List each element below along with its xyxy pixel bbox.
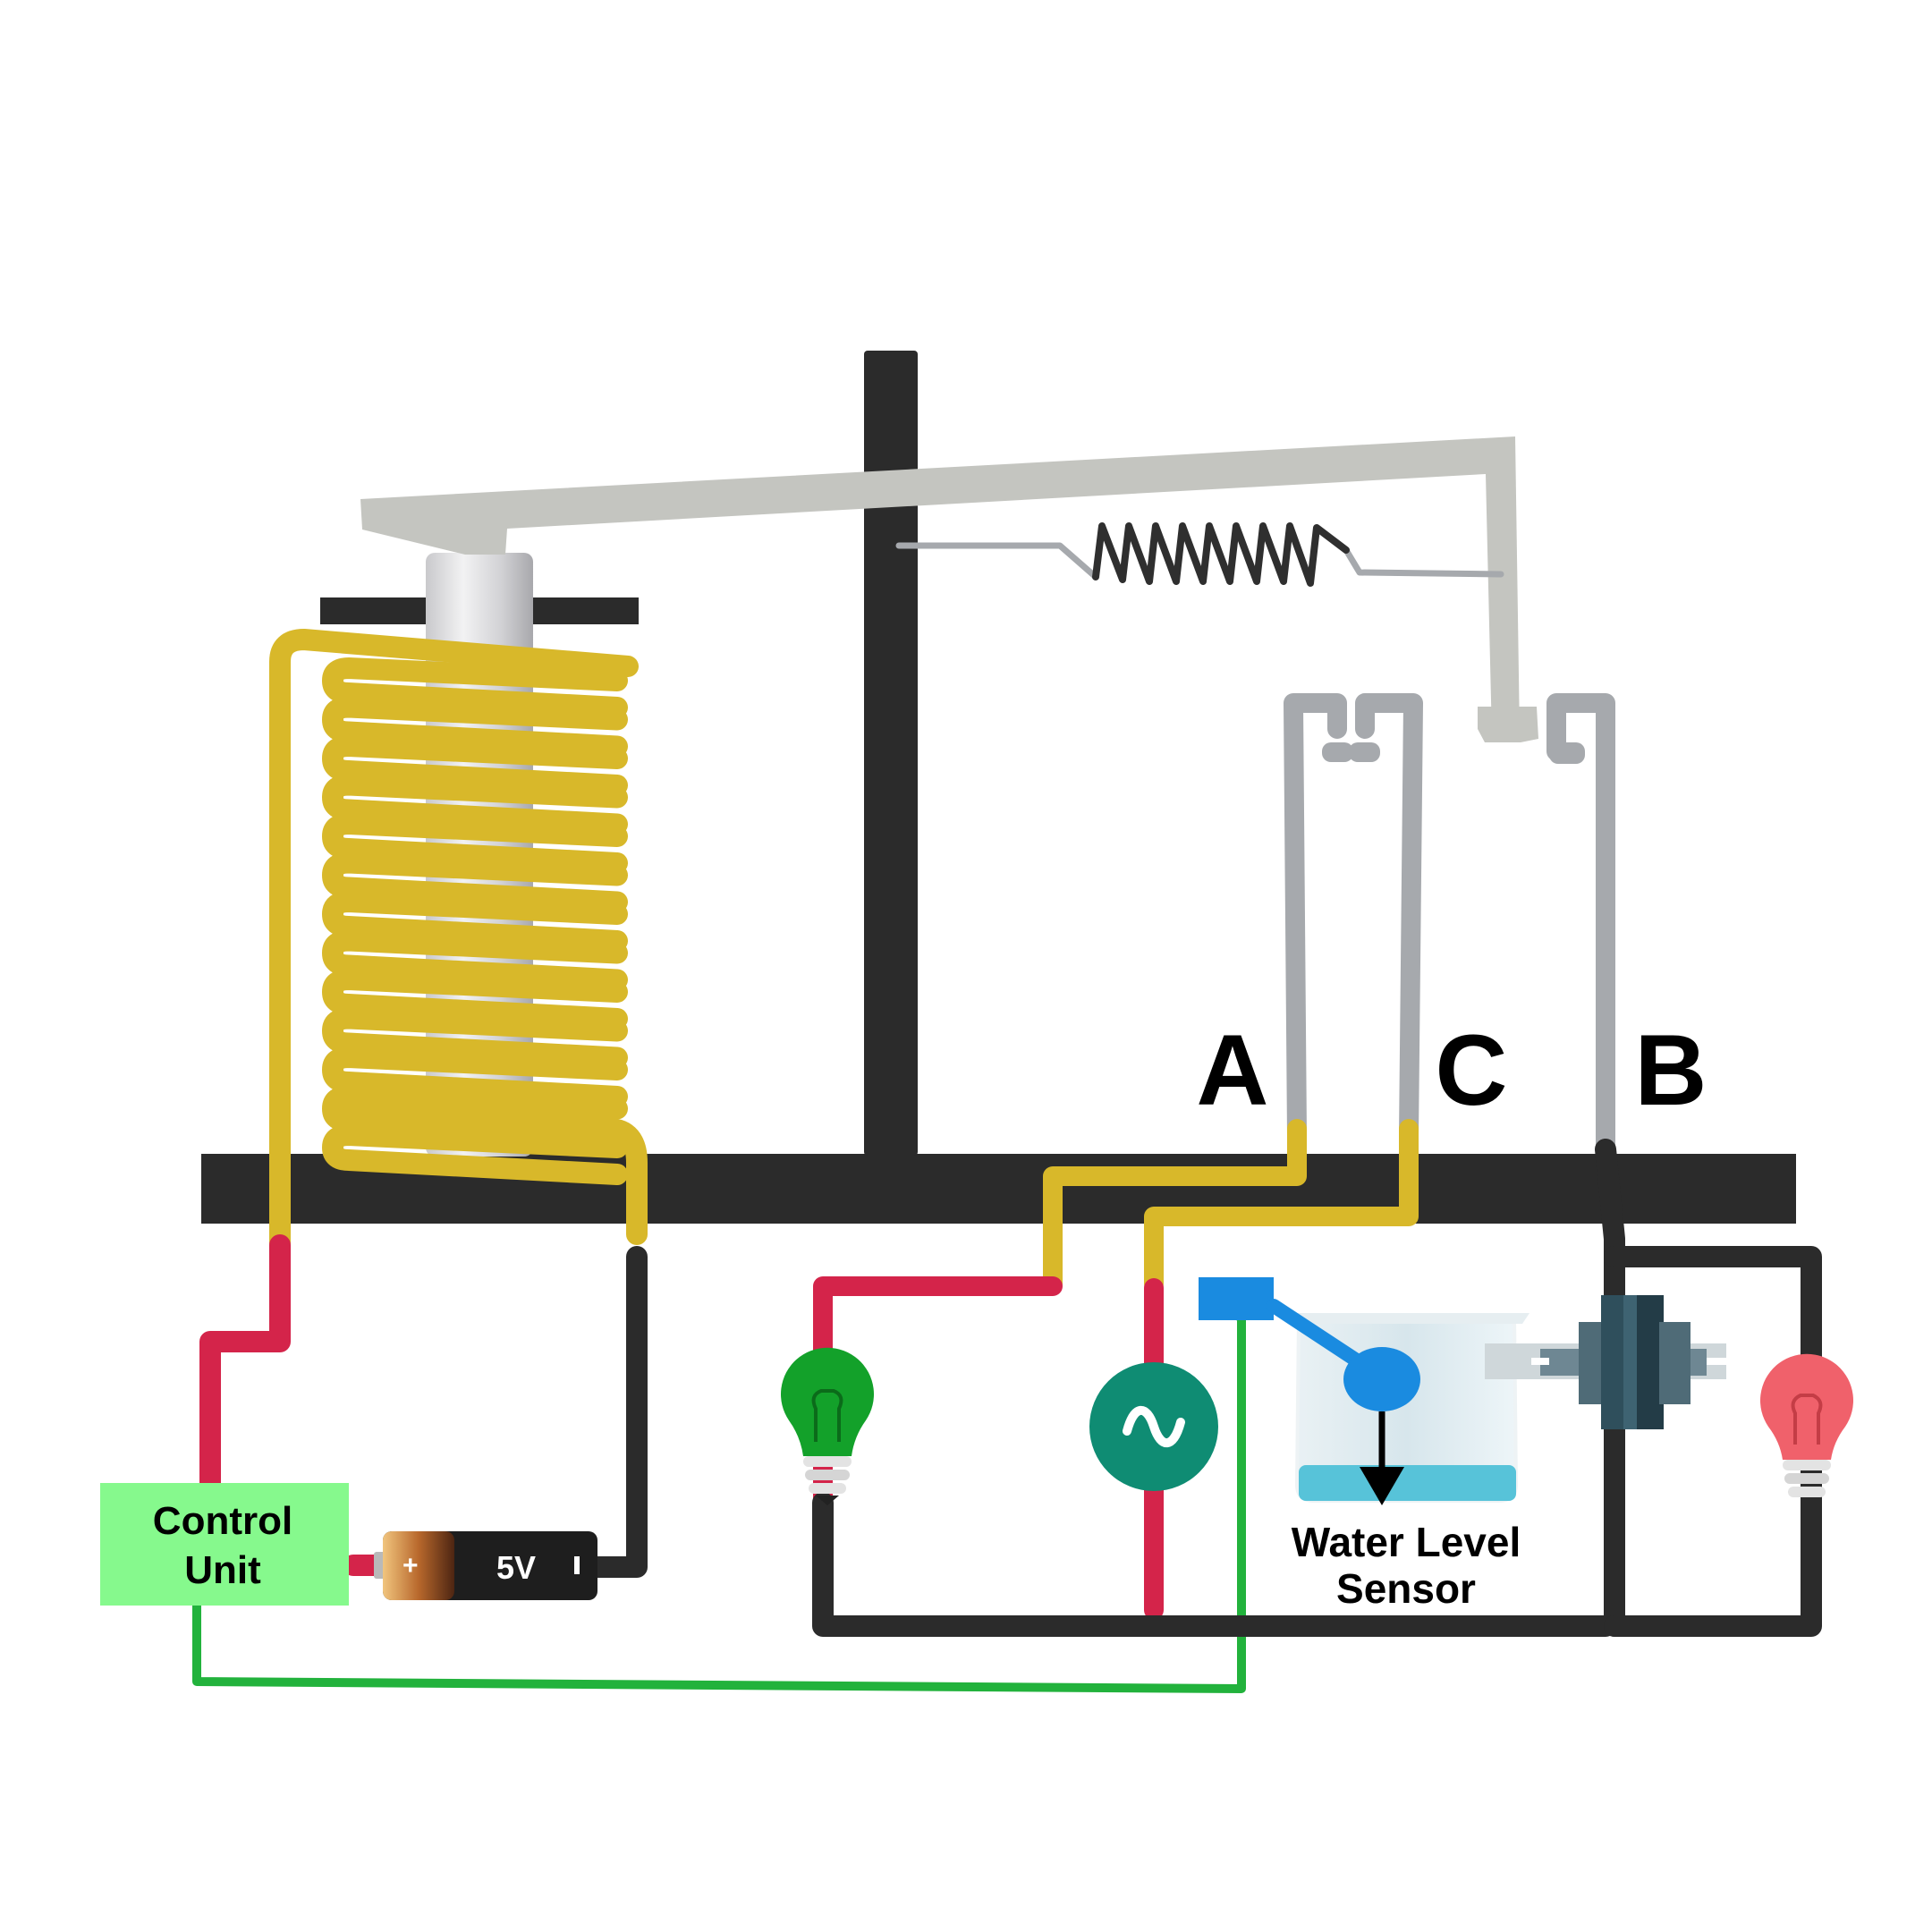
terminal-b-wire xyxy=(1595,1139,1625,1637)
control-unit-box xyxy=(100,1483,349,1606)
coil-windings xyxy=(321,657,628,1185)
return-spring xyxy=(895,522,1504,587)
motor-marker-right xyxy=(1707,1358,1726,1365)
relay-frame xyxy=(201,351,1796,1224)
coil-lead-left xyxy=(269,629,639,1256)
green-lamp-filament xyxy=(811,1389,843,1442)
control-positive-wire xyxy=(199,1234,291,1496)
battery-plus-sign: + xyxy=(402,1551,419,1580)
coil-turn xyxy=(321,1123,628,1185)
sensor-float xyxy=(1343,1347,1420,1411)
control-unit: Control Unit xyxy=(100,1483,349,1606)
sensor-level-arrow-head xyxy=(1360,1467,1404,1505)
green-lamp-base-1 xyxy=(803,1456,852,1467)
green-lamp-base-2 xyxy=(805,1470,850,1480)
motor-ring-right xyxy=(1659,1322,1690,1404)
armature-contact-tip xyxy=(1478,707,1538,742)
terminal-a-lead xyxy=(1043,1119,1307,1293)
battery-cap xyxy=(383,1531,454,1600)
battery-5v: + 5V xyxy=(374,1531,597,1600)
contact-c-arm xyxy=(1355,693,1423,1146)
red-lamp-filament xyxy=(1791,1394,1823,1445)
green-lamp-glass xyxy=(781,1347,874,1456)
coil-turn xyxy=(321,890,628,952)
center-post xyxy=(864,351,918,1156)
sensor-label-2: Sensor xyxy=(1336,1565,1476,1612)
contact-a-point xyxy=(1322,742,1353,762)
red-lamp xyxy=(1760,1353,1853,1497)
coil-turn xyxy=(321,1046,628,1107)
battery-minus-sign xyxy=(574,1556,580,1574)
control-unit-label-2: Unit xyxy=(184,1548,261,1592)
contact-c-point xyxy=(1349,742,1380,762)
green-lamp xyxy=(781,1347,874,1505)
green-lamp-base-3 xyxy=(809,1483,846,1494)
coil-turn xyxy=(321,812,628,874)
coil-turn xyxy=(321,696,628,758)
common-return-wire xyxy=(812,1492,1616,1637)
ac-source xyxy=(1089,1362,1218,1491)
coil-turn xyxy=(321,1007,628,1069)
coil-turn xyxy=(321,968,628,1030)
battery-voltage-label: 5V xyxy=(496,1549,536,1586)
red-lamp-base-3 xyxy=(1788,1487,1826,1497)
coil-turn xyxy=(321,734,628,796)
coil-turn xyxy=(321,1085,628,1147)
control-unit-label-1: Control xyxy=(153,1499,292,1543)
coil-turn xyxy=(321,852,628,913)
wiring xyxy=(192,1139,1822,1693)
motor-marker-left xyxy=(1531,1358,1549,1365)
terminal-b-label: B xyxy=(1635,1014,1707,1126)
coil-turn xyxy=(321,929,628,991)
red-lamp-glass xyxy=(1760,1353,1853,1460)
green-lamp-tip xyxy=(816,1496,839,1505)
contact-b-arm xyxy=(1546,693,1615,1159)
coil-turn xyxy=(321,657,628,718)
sensor-label-1: Water Level xyxy=(1292,1519,1521,1565)
sensor-water xyxy=(1299,1465,1516,1501)
red-lamp-base-1 xyxy=(1783,1460,1831,1470)
terminal-c-label: C xyxy=(1436,1014,1508,1126)
pump-motor xyxy=(1485,1295,1726,1429)
armature xyxy=(360,436,1538,742)
coil-turn xyxy=(321,774,628,835)
contact-arms xyxy=(1284,693,1615,1159)
ac-source-symbol xyxy=(1123,1405,1185,1448)
water-level-sensor: Water Level Sensor xyxy=(1199,1277,1530,1612)
sensor-beaker-rim xyxy=(1288,1313,1530,1324)
contact-a-arm xyxy=(1284,693,1347,1146)
sensor-mount xyxy=(1199,1277,1274,1320)
terminal-a-label: A xyxy=(1197,1014,1269,1126)
terminal-c-lead xyxy=(1144,1119,1419,1293)
armature-lever xyxy=(360,436,1520,738)
contact-points xyxy=(1322,742,1585,764)
terminal-leads xyxy=(1043,1119,1419,1293)
contact-b-point xyxy=(1549,742,1585,764)
battery-negative-wire xyxy=(584,1246,648,1578)
red-lamp-base-2 xyxy=(1784,1473,1829,1484)
